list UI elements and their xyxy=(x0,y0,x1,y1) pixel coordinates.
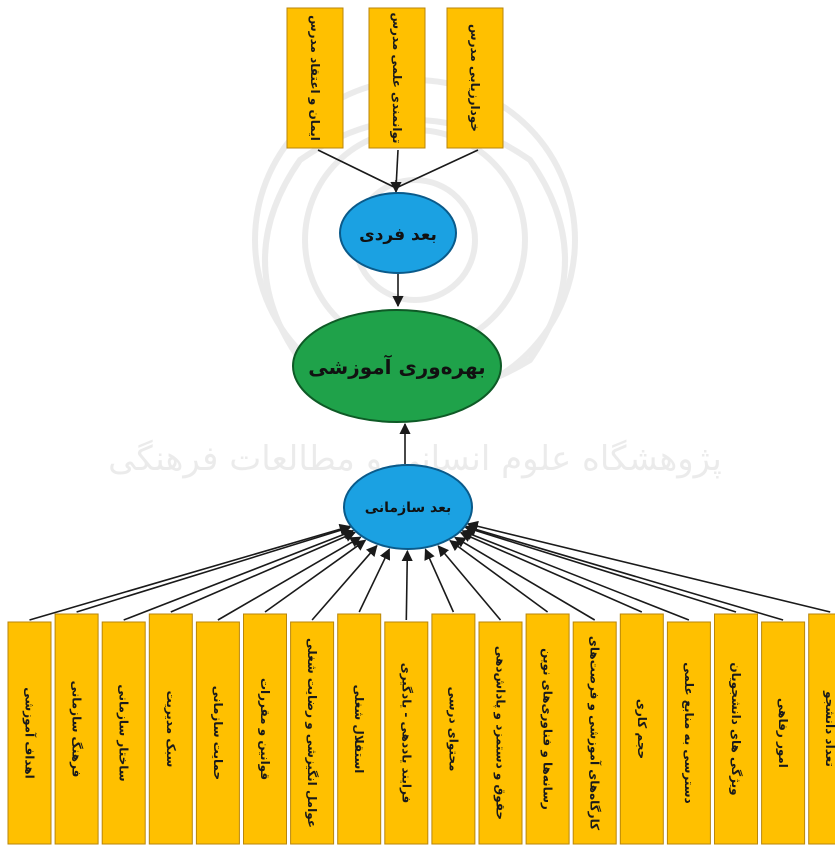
individual-dimension-ellipse xyxy=(339,192,457,274)
individual-dimension-node: بعد فردی xyxy=(339,192,457,274)
organizational-factor-arrow-5 xyxy=(217,536,362,621)
organizational-factor-arrow-14 xyxy=(459,531,643,613)
organizational-factor-arrow-16 xyxy=(464,525,737,613)
organizational-factor-2: فرهنگ سازمانی xyxy=(54,613,99,845)
individual-factor-2: توانمندی علمی مدرس xyxy=(368,7,426,149)
organizational-factor-12-label: رسانه‌ها و فناوری‌های نوین xyxy=(540,648,555,810)
organizational-factor-arrow-10 xyxy=(424,548,455,613)
organizational-factor-18-box xyxy=(808,613,835,845)
individual-dimension-label: بعد فردی xyxy=(359,225,437,245)
individual-factor-3-box xyxy=(446,7,504,149)
organizational-factor-7-box xyxy=(290,621,335,845)
organizational-factor-10-label: محتوای درسی xyxy=(445,687,460,772)
organizational-factor-14-label: حجم کاری xyxy=(635,699,649,759)
individual-factor-2-box xyxy=(368,7,426,149)
individual-factor-2-label: توانمندی علمی مدرس xyxy=(389,13,404,144)
organizational-factor-arrow-7 xyxy=(311,544,378,621)
organizational-factor-8: استقلال شغلی xyxy=(337,613,382,845)
organizational-factor-3: ساختار سازمانی xyxy=(101,621,146,845)
organizational-factor-arrow-1 xyxy=(29,523,351,621)
organizational-factor-5: حمایت سازمانی xyxy=(195,621,240,845)
individual-factor-3: خودارزیابی مدرس xyxy=(446,7,504,149)
individual-factor-1: ایمان و اعتقاد مدرس xyxy=(286,7,344,149)
organizational-factor-12-box xyxy=(525,613,570,845)
organizational-factor-10: محتوای درسی xyxy=(431,613,476,845)
organizational-factor-4: سبک مدیریت xyxy=(148,613,193,845)
individual-factors: ایمان و اعتقاد مدرس توانمندی علمی مدرس خود… xyxy=(286,7,504,149)
organizational-factor-arrow-15 xyxy=(461,529,690,621)
organizational-factor-2-label: فرهنگ سازمانی xyxy=(70,681,84,778)
organizational-factor-arrow-13 xyxy=(454,536,596,621)
individual-factor-arrow-1 xyxy=(317,149,397,189)
individual-factor-1-box xyxy=(286,7,344,149)
organizational-factor-arrow-4 xyxy=(170,531,356,613)
organizational-factor-10-box xyxy=(431,613,476,845)
organizational-dimension-node: بعد سازمانی xyxy=(343,464,473,550)
organizational-factor-1-label: اهداف آموزشی xyxy=(22,687,38,779)
organizational-factor-17-box xyxy=(761,621,806,845)
organizational-factor-13-box xyxy=(572,621,617,845)
outcome-label: بهره‌وری آموزشی xyxy=(308,354,485,379)
organizational-factor-15: دسترسی به منابع علمی xyxy=(666,621,711,845)
organizational-factor-15-box xyxy=(666,621,711,845)
organizational-factor-9: فرایند یاددهی - یادگیری xyxy=(384,621,429,845)
organizational-factor-11-label: حقوق و دستمزد و پاداش‌دهی xyxy=(493,646,508,820)
organizational-factor-7: عوامل انگیزشی و رضایت شغلی xyxy=(290,621,335,845)
organizational-factor-17-label: امور رفاهی xyxy=(775,698,790,768)
organizational-factor-15-label: دسترسی به منابع علمی xyxy=(682,662,696,803)
organizational-factor-11-box xyxy=(478,621,523,845)
organizational-factor-18: تعداد دانشجو xyxy=(808,613,835,845)
organizational-factor-9-label: فرایند یاددهی - یادگیری xyxy=(399,663,413,804)
organizational-factor-5-box xyxy=(195,621,240,845)
organizational-factor-arrow-17 xyxy=(465,524,784,621)
organizational-factor-arrow-8 xyxy=(358,548,391,613)
organizational-factor-6: قوانین و مقررات xyxy=(243,613,287,845)
organizational-factor-12: رسانه‌ها و فناوری‌های نوین xyxy=(525,613,570,845)
organizational-factor-5-label: حمایت سازمانی xyxy=(211,686,225,780)
arrows-layer xyxy=(29,149,831,621)
individual-factor-3-label: خودارزیابی مدرس xyxy=(467,24,482,132)
organizational-factor-16-box xyxy=(714,613,758,845)
outcome-node: بهره‌وری آموزشی xyxy=(292,309,502,423)
outcome-ellipse xyxy=(292,309,502,423)
organizational-factor-6-label: قوانین و مقررات xyxy=(257,678,272,780)
organizational-factor-14: حجم کاری xyxy=(619,613,664,845)
organizational-factor-16: ویژگی های دانشجویان xyxy=(714,613,758,845)
organizational-factor-8-box xyxy=(337,613,382,845)
organizational-factor-3-label: ساختار سازمانی xyxy=(117,684,131,781)
organizational-factor-1-box xyxy=(7,621,52,845)
organizational-factor-arrow-6 xyxy=(264,539,367,613)
organizational-factor-1: اهداف آموزشی xyxy=(7,621,52,845)
organizational-factor-4-box xyxy=(148,613,193,845)
organizational-factor-2-box xyxy=(54,613,99,845)
organizational-factor-arrow-2 xyxy=(76,524,352,613)
individual-factor-1-label: ایمان و اعتقاد مدرس xyxy=(307,15,322,141)
organizational-factor-3-box xyxy=(101,621,146,845)
organizational-factor-18-label: تعداد دانشجو xyxy=(822,690,835,767)
organizational-dimension-label: بعد سازمانی xyxy=(365,500,452,516)
organizational-factor-arrow-18 xyxy=(466,520,831,613)
organizational-factor-13-label: کارگاه‌های آموزشی و فرصت‌های xyxy=(587,636,603,830)
organizational-factor-14-box xyxy=(619,613,664,845)
organizational-factors: اهداف آموزشی فرهنگ سازمانی ساختار سازمانی س… xyxy=(7,613,835,845)
organizational-factor-4-label: سبک مدیریت xyxy=(164,691,178,768)
individual-factor-arrow-3 xyxy=(395,149,479,189)
organizational-factor-13: کارگاه‌های آموزشی و فرصت‌های xyxy=(572,621,617,845)
organizational-factor-17: امور رفاهی xyxy=(761,621,806,845)
organizational-factor-6-box xyxy=(243,613,287,845)
organizational-factor-9-box xyxy=(384,621,429,845)
organizational-factor-arrow-11 xyxy=(437,545,502,621)
organizational-factor-7-label: عوامل انگیزشی و رضایت شغلی xyxy=(304,638,319,828)
organizational-dimension-ellipse xyxy=(343,464,473,550)
organizational-factor-arrow-9 xyxy=(401,549,413,621)
organizational-factor-arrow-12 xyxy=(449,539,549,613)
organizational-factor-16-label: ویژگی های دانشجویان xyxy=(728,662,743,795)
organizational-factor-11: حقوق و دستمزد و پاداش‌دهی xyxy=(478,621,523,845)
organizational-factor-arrow-3 xyxy=(123,529,355,621)
organizational-factor-8-label: استقلال شغلی xyxy=(352,685,366,774)
